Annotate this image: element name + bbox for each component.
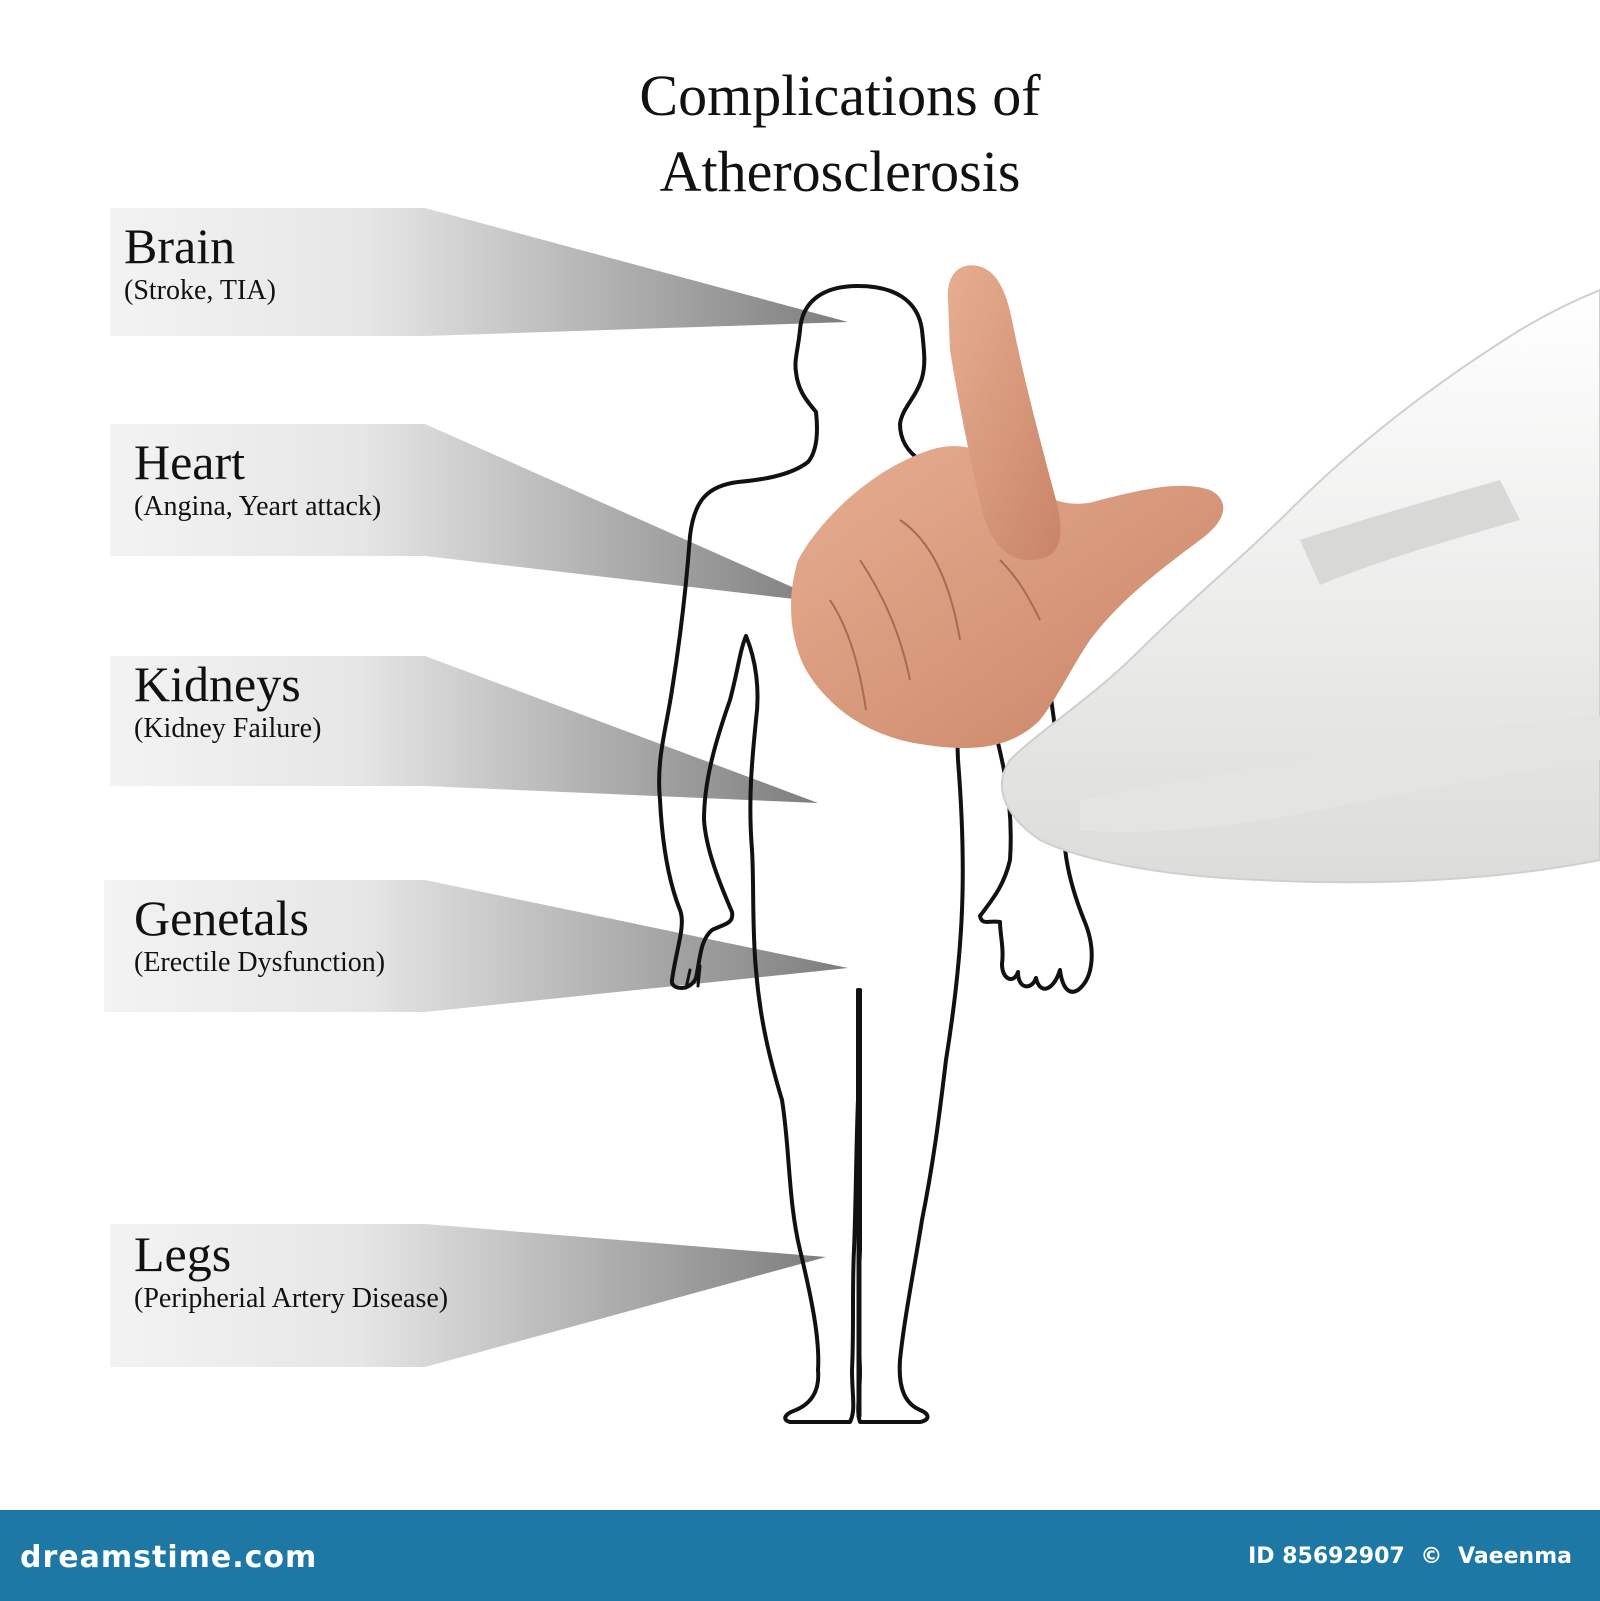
author-name: Vaeenma	[1458, 1544, 1572, 1569]
hand-fist	[791, 446, 1224, 749]
callout-wedge-brain	[110, 208, 848, 336]
title-line-2: Atherosclerosis	[659, 139, 1021, 204]
callout-wedge-legs	[110, 1224, 826, 1367]
callout-brain-desc: (Stroke, TIA)	[124, 275, 276, 306]
callout-wedge-heart	[110, 424, 828, 603]
diagram-artwork	[104, 208, 1600, 1424]
brand-watermark: dreamstime.com	[20, 1540, 318, 1575]
image-id: ID 85692907	[1248, 1544, 1405, 1569]
callout-genitals-desc: (Erectile Dysfunction)	[134, 947, 386, 978]
shirt-sleeve	[1000, 288, 1600, 884]
callout-heart: Heart (Angina, Yeart attack)	[134, 434, 381, 524]
callout-wedge-kidneys	[110, 656, 818, 803]
callout-brain-name: Brain	[124, 218, 236, 274]
callout-kidneys-name: Kidneys	[134, 656, 301, 712]
watermark-footer-bar: dreamstime.com ID 85692907 © Vaeenma	[0, 1510, 1600, 1601]
human-body-outline	[657, 284, 1094, 1424]
image-credit: ID 85692907 © Vaeenma	[1240, 1544, 1572, 1569]
callout-heart-name: Heart	[134, 434, 246, 490]
callout-legs-name: Legs	[134, 1226, 232, 1282]
pointing-hand-photo	[791, 265, 1600, 884]
title-line-1: Complications of	[639, 63, 1041, 128]
callout-genitals-name: Genetals	[134, 890, 309, 946]
callout-wedge-genitals	[104, 880, 848, 1012]
callout-legs-desc: (Peripherial Artery Disease)	[134, 1283, 449, 1314]
callout-heart-desc: (Angina, Yeart attack)	[134, 491, 382, 522]
callout-brain: Brain (Stroke, TIA)	[124, 218, 276, 308]
page-title: Complications of Atherosclerosis	[560, 58, 1120, 210]
callout-kidneys: Kidneys (Kidney Failure)	[134, 656, 321, 746]
callout-legs: Legs (Peripherial Artery Disease)	[134, 1226, 448, 1316]
callout-kidneys-desc: (Kidney Failure)	[134, 713, 322, 744]
copyright-symbol: ©	[1420, 1544, 1443, 1569]
callout-genitals: Genetals (Erectile Dysfunction)	[134, 890, 385, 980]
index-finger	[947, 265, 1061, 560]
